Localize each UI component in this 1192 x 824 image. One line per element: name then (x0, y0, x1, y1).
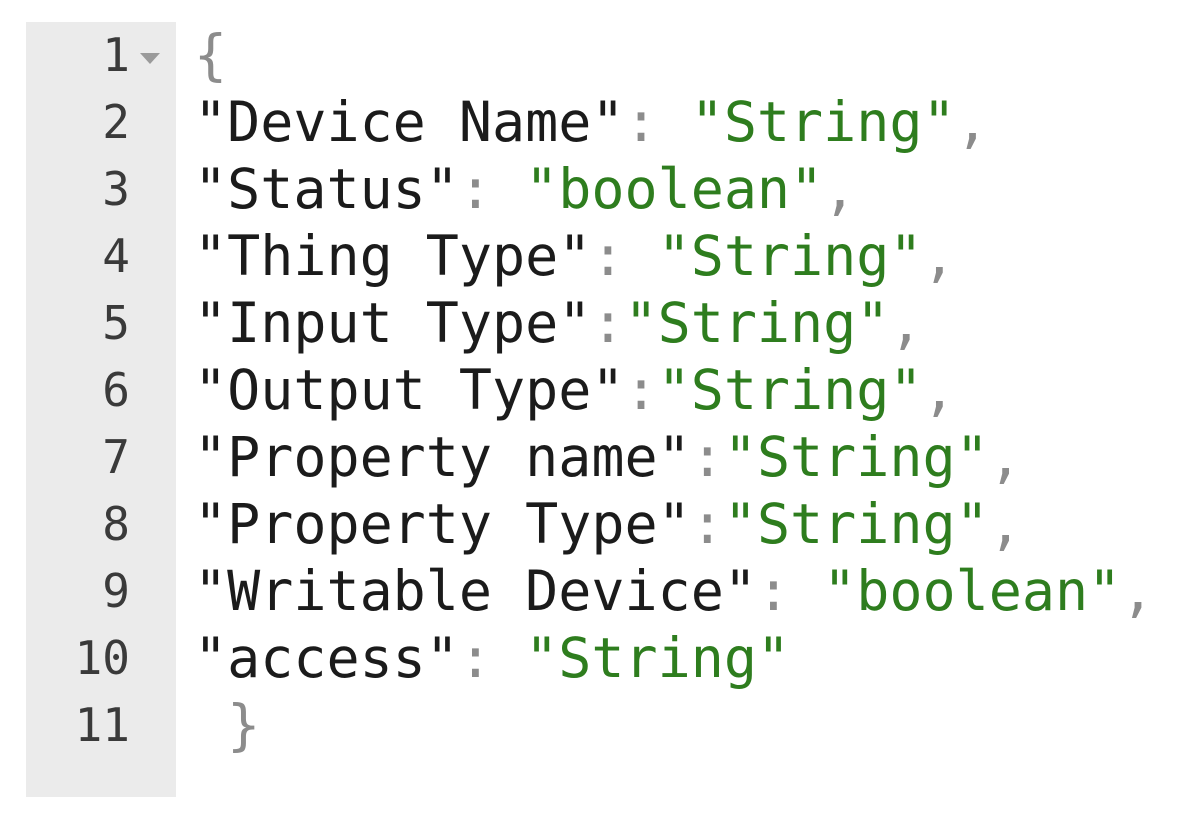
token-string: "String" (723, 425, 989, 489)
token-punct: : (690, 425, 724, 489)
code-line-7[interactable]: "Property name":"String", (176, 424, 1192, 491)
token-key: "Writable Device" (194, 559, 757, 623)
token-string: "String" (657, 358, 923, 422)
code-line-5[interactable]: "Input Type":"String", (176, 290, 1192, 357)
line-number-7[interactable]: 7 (102, 430, 130, 484)
token-punct: , (988, 492, 1022, 556)
token-string: "String" (723, 492, 989, 556)
token-punct: : (624, 90, 691, 154)
token-punct: : (591, 291, 625, 355)
line-number-5[interactable]: 5 (102, 296, 130, 350)
token-punct: , (889, 291, 923, 355)
token-punct: : (690, 492, 724, 556)
token-string: "String" (624, 291, 890, 355)
code-line-9[interactable]: "Writable Device": "boolean", (176, 558, 1192, 625)
token-punct: , (988, 425, 1022, 489)
token-punct: , (922, 224, 956, 288)
token-punct: : (591, 224, 658, 288)
token-punct: : (624, 358, 658, 422)
token-punct: : (458, 157, 526, 221)
line-number-9[interactable]: 9 (102, 564, 130, 618)
code-line-11[interactable]: } (176, 692, 1192, 759)
line-number-11[interactable]: 11 (74, 698, 130, 752)
code-line-10[interactable]: "access": "String" (176, 625, 1192, 692)
code-content-area[interactable]: {"Device Name": "String","Status": "bool… (176, 22, 1192, 802)
token-key: "Property Type" (194, 492, 691, 556)
token-punct: , (823, 157, 857, 221)
token-string: "boolean" (525, 157, 824, 221)
token-punct: , (922, 358, 956, 422)
token-string: "String" (525, 626, 791, 690)
line-number-gutter: 1 2 3 4 5 6 7 8 9 10 11 (26, 22, 176, 797)
token-key: "access" (194, 626, 459, 690)
token-key: "Device Name" (194, 90, 625, 154)
token-brace: { (194, 23, 228, 87)
token-punct: : (756, 559, 824, 623)
code-line-2[interactable]: "Device Name": "String", (176, 89, 1192, 156)
token-string: "String" (657, 224, 923, 288)
token-key: "Thing Type" (194, 224, 592, 288)
token-punct: , (1121, 559, 1155, 623)
token-punct: , (955, 90, 989, 154)
line-number-8[interactable]: 8 (102, 497, 130, 551)
code-line-1[interactable]: { (176, 22, 1192, 89)
line-number-1[interactable]: 1 (26, 22, 176, 89)
line-number-2[interactable]: 2 (102, 95, 130, 149)
line-number-10[interactable]: 10 (74, 631, 130, 685)
token-brace: } (194, 693, 261, 757)
token-punct: : (458, 626, 526, 690)
token-key: "Status" (194, 157, 459, 221)
token-string: "String" (690, 90, 956, 154)
line-number-6[interactable]: 6 (102, 363, 130, 417)
token-string: "boolean" (823, 559, 1122, 623)
token-key: "Input Type" (194, 291, 592, 355)
code-line-4[interactable]: "Thing Type": "String", (176, 223, 1192, 290)
code-line-6[interactable]: "Output Type":"String", (176, 357, 1192, 424)
code-line-8[interactable]: "Property Type":"String", (176, 491, 1192, 558)
chevron-down-icon[interactable] (140, 52, 160, 64)
code-line-3[interactable]: "Status": "boolean", (176, 156, 1192, 223)
token-key: "Output Type" (194, 358, 625, 422)
line-number-3[interactable]: 3 (102, 162, 130, 216)
line-number-4[interactable]: 4 (102, 229, 130, 283)
token-key: "Property name" (194, 425, 691, 489)
